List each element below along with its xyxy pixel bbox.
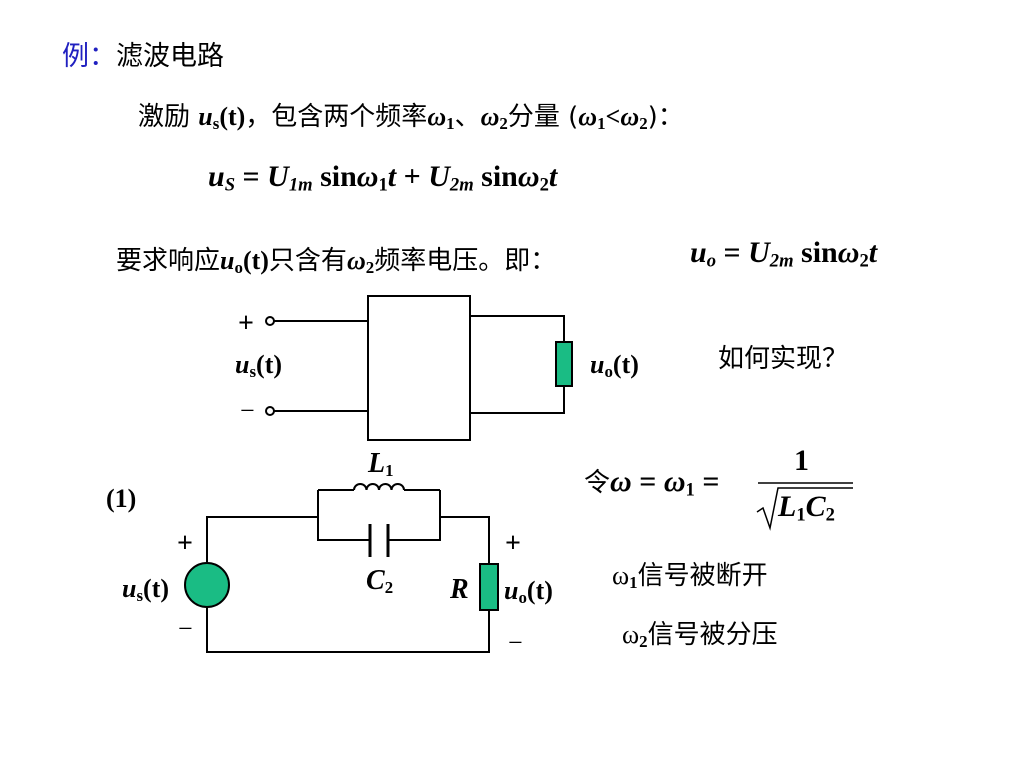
input-terminal-top xyxy=(265,316,275,326)
two-port-box xyxy=(367,295,471,441)
source-voltage-label: us(t) xyxy=(122,574,170,606)
sqrt-sign xyxy=(756,487,853,531)
note-omega1: ω1信号被断开 xyxy=(612,561,768,593)
input-voltage-label: us(t) xyxy=(235,350,283,382)
load-resistor xyxy=(555,341,573,387)
requirement-line: 要求响应uo(t)只含有ω2频率电压。即： xyxy=(116,246,557,278)
filter-circuit xyxy=(184,483,499,653)
excitation-line: 激励 us(t)，包含两个频率ω1、ω2分量 (ω1<ω2)： xyxy=(138,102,684,134)
excitation-equation: uS = U1m sinω1t + U2m sinω2t xyxy=(208,160,558,196)
slide-title: 例：滤波电路 xyxy=(62,34,224,73)
output-minus: − xyxy=(508,628,523,657)
fraction-numerator: 1 xyxy=(794,444,809,477)
output-voltage-label: uo(t) xyxy=(590,350,639,382)
example-prefix: 例： xyxy=(62,41,116,72)
output-equation: uo = U2m sinω2t xyxy=(690,236,878,272)
input-minus: − xyxy=(240,396,255,425)
resistor-label: R xyxy=(450,574,469,605)
question-text: 如何实现？ xyxy=(718,344,849,374)
note-omega2: ω2信号被分压 xyxy=(622,620,778,652)
source-minus: − xyxy=(178,614,193,643)
output-voltage-label-1: uo(t) xyxy=(504,576,553,608)
inductor-label: L1 xyxy=(368,448,394,481)
resonance-equation: 令ω = ω1 = xyxy=(584,465,720,501)
resonance-fraction xyxy=(756,482,853,531)
fraction-denominator: L1C2 xyxy=(778,490,835,526)
voltage-source xyxy=(184,562,230,608)
source-plus: + xyxy=(177,528,193,559)
input-plus: + xyxy=(238,308,254,339)
circuit-number: (1) xyxy=(106,484,137,513)
resistor-R xyxy=(479,563,499,611)
input-terminal-bottom xyxy=(265,406,275,416)
output-plus: + xyxy=(505,528,521,559)
title-text: 滤波电路 xyxy=(116,41,224,72)
block-circuit xyxy=(265,295,573,441)
capacitor-label: C2 xyxy=(366,565,394,598)
inductor-L1 xyxy=(353,483,405,491)
